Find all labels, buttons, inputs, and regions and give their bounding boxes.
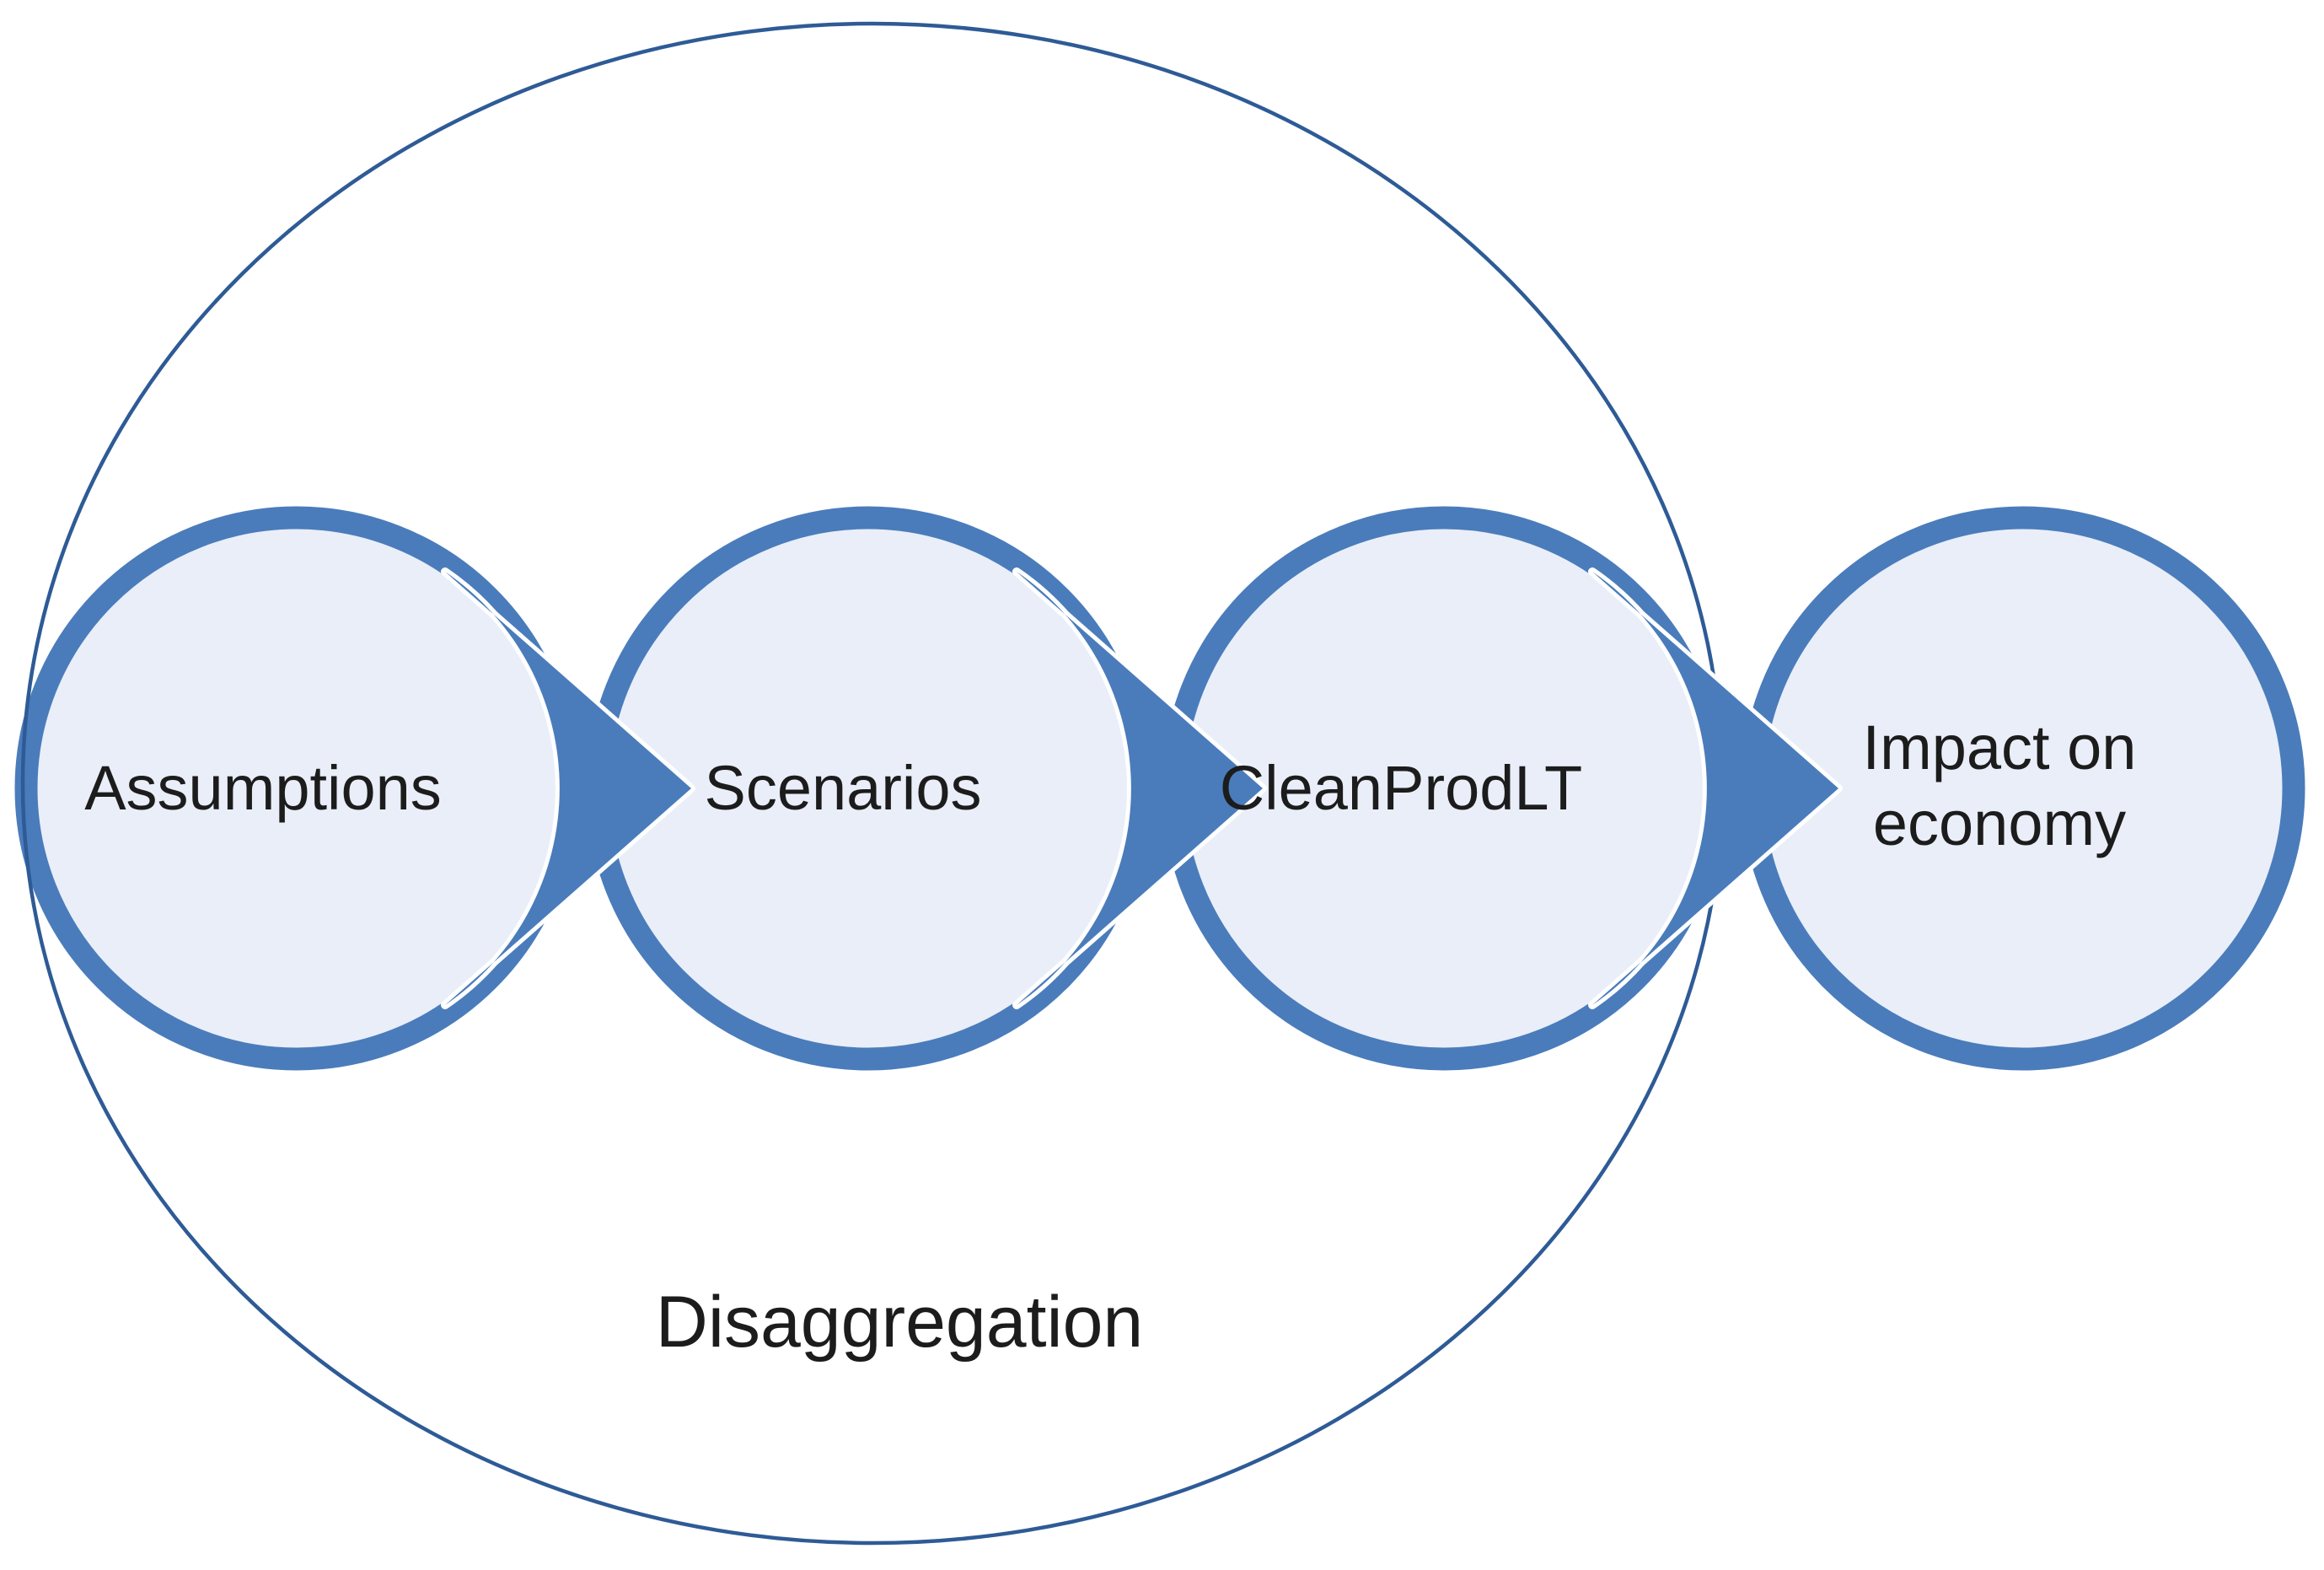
step-label-impact-line2: economy — [1873, 788, 2126, 858]
step-label-assumptions: Assumptions — [84, 753, 442, 823]
arrow-cleanprodlt-to-impact-icon — [1588, 567, 1843, 1009]
arrow-assumptions-to-scenarios-icon — [441, 567, 695, 1009]
step-label-impact-line1: Impact on — [1863, 712, 2137, 782]
arrow-scenarios-to-cleanprodlt-icon — [1012, 567, 1267, 1009]
step-label-cleanprodlt: CleanProdLT — [1220, 753, 1583, 823]
disaggregation-label: Disaggregation — [656, 1282, 1143, 1363]
step-label-scenarios: Scenarios — [704, 753, 981, 823]
